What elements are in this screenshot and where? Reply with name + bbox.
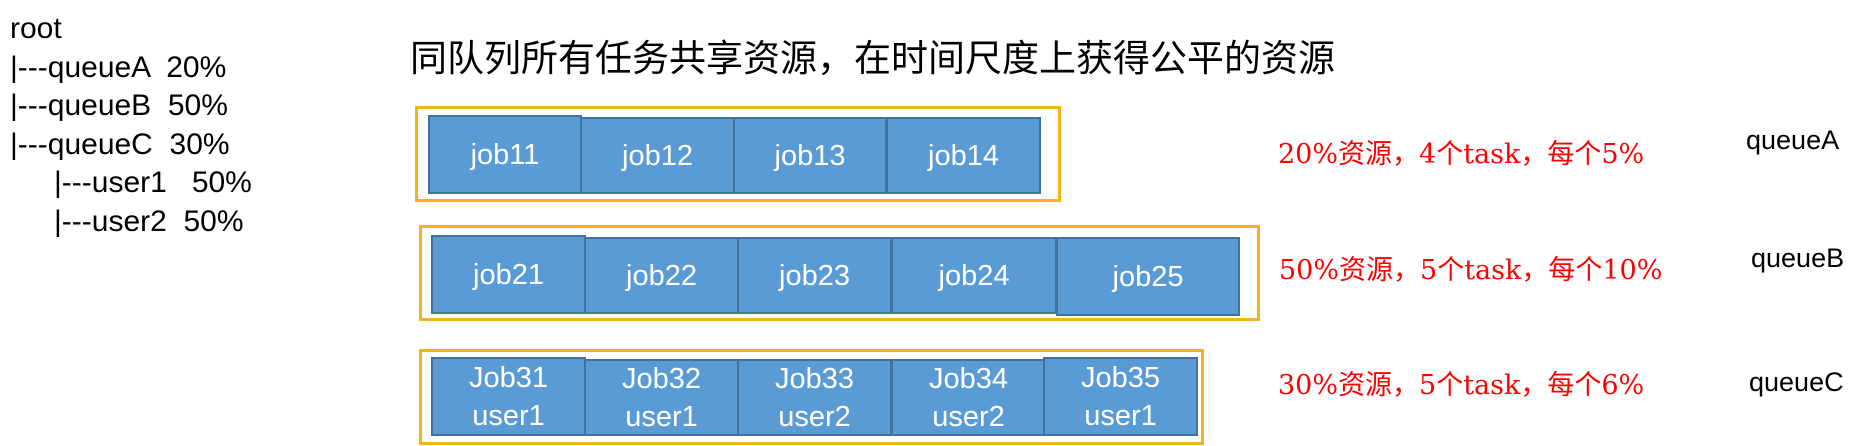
queue-frame-queueA bbox=[415, 106, 1061, 202]
job-label: job23 bbox=[779, 259, 850, 292]
job-label: job12 bbox=[622, 139, 693, 172]
job-user: user2 bbox=[932, 400, 1005, 433]
job-label: job21 bbox=[473, 258, 544, 291]
queue-name-label: queueA bbox=[1746, 125, 1840, 155]
job-label: Job35 bbox=[1080, 361, 1160, 394]
job-label: job14 bbox=[928, 139, 999, 172]
job-box: Job35 user1 bbox=[1043, 357, 1198, 436]
queue-name-label: queueC bbox=[1749, 367, 1844, 397]
job-box: Job31 user1 bbox=[431, 357, 586, 436]
job-label: job24 bbox=[938, 259, 1010, 292]
tree-line: root bbox=[10, 12, 62, 45]
job-user: user2 bbox=[778, 400, 851, 433]
tree-line: |---queueA 20% bbox=[10, 50, 227, 84]
tree-line: |---queueB 50% bbox=[10, 89, 228, 122]
job-box: job13 bbox=[733, 117, 887, 194]
job-label: Job31 bbox=[468, 361, 548, 394]
job-label: job13 bbox=[774, 139, 846, 172]
tree-line: |---user2 50% bbox=[54, 204, 244, 238]
queue-frame-queueC bbox=[419, 349, 1204, 445]
queue-resource-note: 20%资源，4个task，每个5% bbox=[1278, 139, 1645, 170]
job-user: user1 bbox=[472, 399, 545, 432]
job-box: job21 bbox=[431, 235, 586, 314]
queue-hierarchy-tree: root |---queueA 20% |---queueB 50% |---queu… bbox=[10, 10, 252, 241]
queue-frame-queueB bbox=[419, 225, 1260, 321]
queue-resource-note: 50%资源，5个task，每个10% bbox=[1279, 255, 1663, 286]
job-box: job14 bbox=[886, 117, 1041, 194]
queue-name-label: queueB bbox=[1751, 243, 1845, 273]
tree-line: |---queueC 30% bbox=[10, 127, 230, 161]
job-box: job23 bbox=[737, 237, 892, 314]
queue-resource-note: 30%资源，5个task，每个6% bbox=[1278, 370, 1645, 401]
job-label: job22 bbox=[626, 259, 697, 292]
job-label: Job33 bbox=[774, 362, 854, 395]
job-box: job24 bbox=[891, 237, 1057, 314]
job-label: Job32 bbox=[621, 362, 701, 395]
job-label: job25 bbox=[1112, 260, 1184, 293]
job-box: job25 bbox=[1056, 237, 1240, 316]
job-label: Job34 bbox=[928, 362, 1008, 395]
job-box: Job32 user1 bbox=[584, 359, 739, 436]
job-box: Job33 user2 bbox=[737, 359, 892, 436]
job-user: user1 bbox=[1084, 399, 1157, 432]
job-box: job12 bbox=[580, 117, 735, 194]
job-user: user1 bbox=[625, 400, 698, 433]
job-label: job11 bbox=[470, 138, 540, 171]
job-box: job11 bbox=[428, 115, 582, 194]
job-box: job22 bbox=[584, 237, 739, 314]
diagram-heading: 同队列所有任务共享资源，在时间尺度上获得公平的资源 bbox=[410, 37, 1335, 80]
job-box: Job34 user2 bbox=[891, 359, 1046, 436]
tree-line: |---user1 50% bbox=[54, 166, 252, 199]
